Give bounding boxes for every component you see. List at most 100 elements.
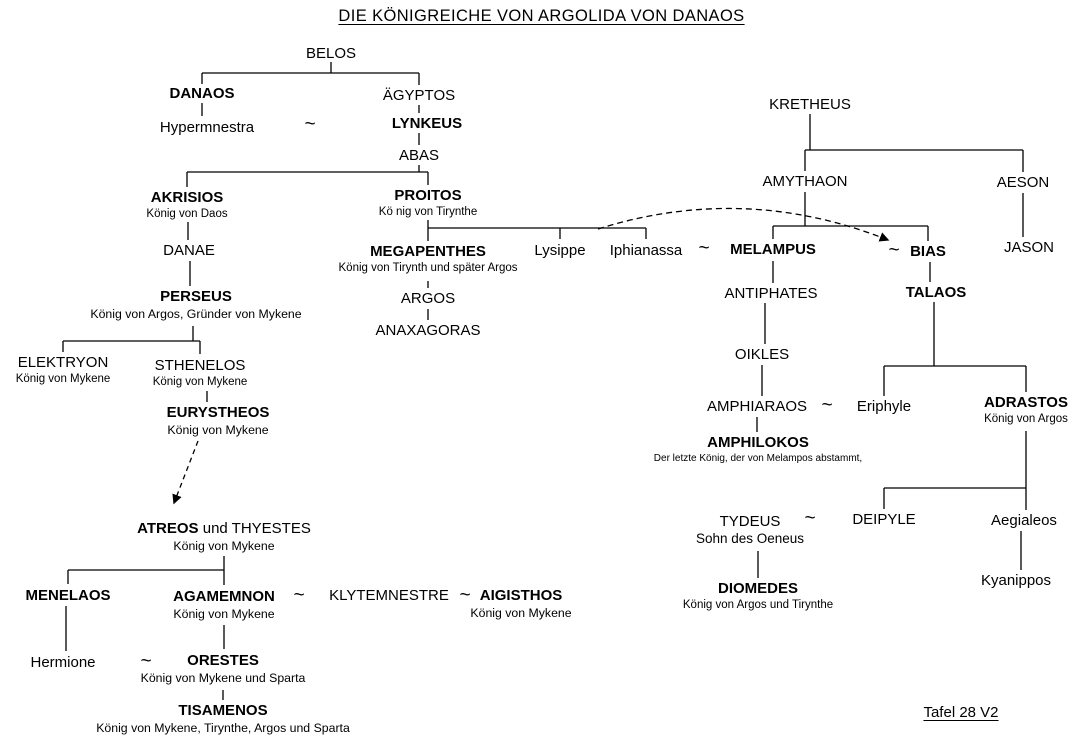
person-tydeus: TYDEUS Sohn des Oeneus xyxy=(696,513,804,547)
person-name: ANAXAGORAS xyxy=(375,322,481,339)
person-name: AGAMEMNON xyxy=(173,588,275,605)
person-kretheus: KRETHEUS xyxy=(769,96,851,113)
person-name: ATREOS und THYESTES xyxy=(137,520,311,537)
person-tisamenos: TISAMENOS König von Mykene, Tirynthe, Ar… xyxy=(96,702,350,735)
person-danae: DANAE xyxy=(163,242,215,259)
person-name: PROITOS xyxy=(394,187,462,204)
person-talaos: TALAOS xyxy=(906,284,967,301)
marriage-tilde: ~ xyxy=(888,240,900,261)
person-klytemnestre: KLYTEMNESTRE xyxy=(329,587,449,604)
person-oikles: OIKLES xyxy=(735,346,789,363)
person-name: AMPHILOKOS xyxy=(707,434,809,451)
person-aigisthos: AIGISTHOS König von Mykene xyxy=(470,587,571,620)
person-caption: König von Argos, Gründer von Mykene xyxy=(90,307,302,322)
marriage-tilde: ~ xyxy=(304,114,316,135)
person-caption: König von Mykene xyxy=(15,373,111,386)
person-sthenelos: STHENELOS König von Mykene xyxy=(153,357,248,389)
person-abas: ABAS xyxy=(399,147,439,164)
person-antiphates: ANTIPHATES xyxy=(724,285,817,302)
person-name-rest: und THYESTES xyxy=(198,520,311,537)
person-deipyle: DEIPYLE xyxy=(852,511,915,528)
person-hypermnestra: Hypermnestra xyxy=(160,119,254,136)
person-name-bold: ATREOS xyxy=(137,520,199,537)
person-caption: Kö nig von Tirynthe xyxy=(378,206,478,219)
person-name: DEIPYLE xyxy=(852,511,916,528)
plate-label: Tafel 28 V2 xyxy=(923,704,999,721)
person-name: AIGISTHOS xyxy=(479,587,563,604)
person-name: ANTIPHATES xyxy=(724,285,818,302)
person-name: PERSEUS xyxy=(160,288,232,305)
dashed-marriage-arc xyxy=(597,207,890,242)
person-name: DIOMEDES xyxy=(717,580,798,597)
person-name: DANAE xyxy=(163,242,215,259)
person-name: ÄGYPTOS xyxy=(382,87,456,104)
person-name: ADRASTOS xyxy=(984,394,1068,411)
person-name: Eriphyle xyxy=(856,398,912,415)
person-name: ELEKTRYON xyxy=(17,354,109,371)
person-caption: König von Mykene xyxy=(152,376,248,389)
person-name: EURYSTHEOS xyxy=(166,404,270,421)
person-name: TISAMENOS xyxy=(178,702,268,719)
person-name: ORESTES xyxy=(187,652,259,669)
marriage-tilde: ~ xyxy=(459,585,471,606)
person-kyanippos: Kyanippos xyxy=(981,572,1051,589)
person-caption: König von Mykene xyxy=(167,423,269,438)
person-amphilokos: AMPHILOKOS Der letzte König, der von Mel… xyxy=(654,434,862,465)
person-name: JASON xyxy=(1003,239,1055,256)
person-orestes: ORESTES König von Mykene und Sparta xyxy=(141,652,306,685)
person-caption: König von Mykene xyxy=(173,539,275,554)
person-name: BIAS xyxy=(910,243,946,260)
marriage-tilde: ~ xyxy=(293,585,305,606)
person-name: AESON xyxy=(996,174,1050,191)
person-name: BELOS xyxy=(305,45,357,62)
person-amphiaraos: AMPHIARAOS xyxy=(707,398,807,415)
person-caption: König von Mykene xyxy=(173,607,275,622)
person-menelaos: MENELAOS xyxy=(25,587,110,604)
person-agamemnon: AGAMEMNON König von Mykene xyxy=(173,588,275,621)
person-name: KRETHEUS xyxy=(769,96,851,113)
person-akrisios: AKRISIOS König von Daos xyxy=(146,189,227,221)
person-iphianassa: Iphianassa xyxy=(610,242,683,259)
person-name: Lysippe xyxy=(534,242,586,259)
person-hermione: Hermione xyxy=(30,654,95,671)
person-lynkeus: LYNKEUS xyxy=(392,115,462,132)
person-atreos-thyestes: ATREOS und THYESTES König von Mykene xyxy=(137,520,311,553)
person-name: TALAOS xyxy=(905,284,967,301)
person-adrastos: ADRASTOS König von Argos xyxy=(984,394,1068,426)
person-name: ARGOS xyxy=(400,290,456,307)
person-caption: König von Argos und Tirynthe xyxy=(682,599,834,612)
person-elektryon: ELEKTRYON König von Mykene xyxy=(16,354,111,386)
person-belos: BELOS xyxy=(306,45,356,62)
person-caption: König von Tirynth und später Argos xyxy=(338,262,518,275)
person-name: DANAOS xyxy=(169,85,235,102)
person-name: OIKLES xyxy=(734,346,790,363)
person-eriphyle: Eriphyle xyxy=(857,398,911,415)
person-name: Hypermnestra xyxy=(159,119,255,136)
person-caption: König von Argos xyxy=(984,413,1068,426)
person-name: AMYTHAON xyxy=(762,173,848,190)
person-name: LYNKEUS xyxy=(391,115,463,132)
person-aegialeos: Aegialeos xyxy=(991,512,1057,529)
person-name: Kyanippos xyxy=(980,572,1052,589)
marriage-tilde: ~ xyxy=(140,651,152,672)
person-perseus: PERSEUS König von Argos, Gründer von Myk… xyxy=(90,288,301,321)
person-name: TYDEUS xyxy=(719,513,781,530)
person-name: ABAS xyxy=(398,147,440,164)
person-aegyptos: ÄGYPTOS xyxy=(383,87,455,104)
marriage-tilde: ~ xyxy=(804,508,816,529)
person-name: AKRISIOS xyxy=(150,189,224,206)
dashed-descent-arrow xyxy=(172,440,199,505)
person-name: MEGAPENTHES xyxy=(370,243,486,260)
person-caption: König von Mykene und Sparta xyxy=(140,671,306,686)
person-name: Hermione xyxy=(30,654,96,671)
person-danaos: DANAOS xyxy=(169,85,234,102)
marriage-tilde: ~ xyxy=(698,238,710,259)
person-name: KLYTEMNESTRE xyxy=(329,587,449,604)
person-bias: BIAS xyxy=(910,243,946,260)
person-proitos: PROITOS Kö nig von Tirynthe xyxy=(379,187,477,219)
marriage-tilde: ~ xyxy=(821,395,833,416)
person-caption: König von Mykene, Tirynthe, Argos und Sp… xyxy=(96,721,350,736)
person-name: Iphianassa xyxy=(609,242,683,259)
